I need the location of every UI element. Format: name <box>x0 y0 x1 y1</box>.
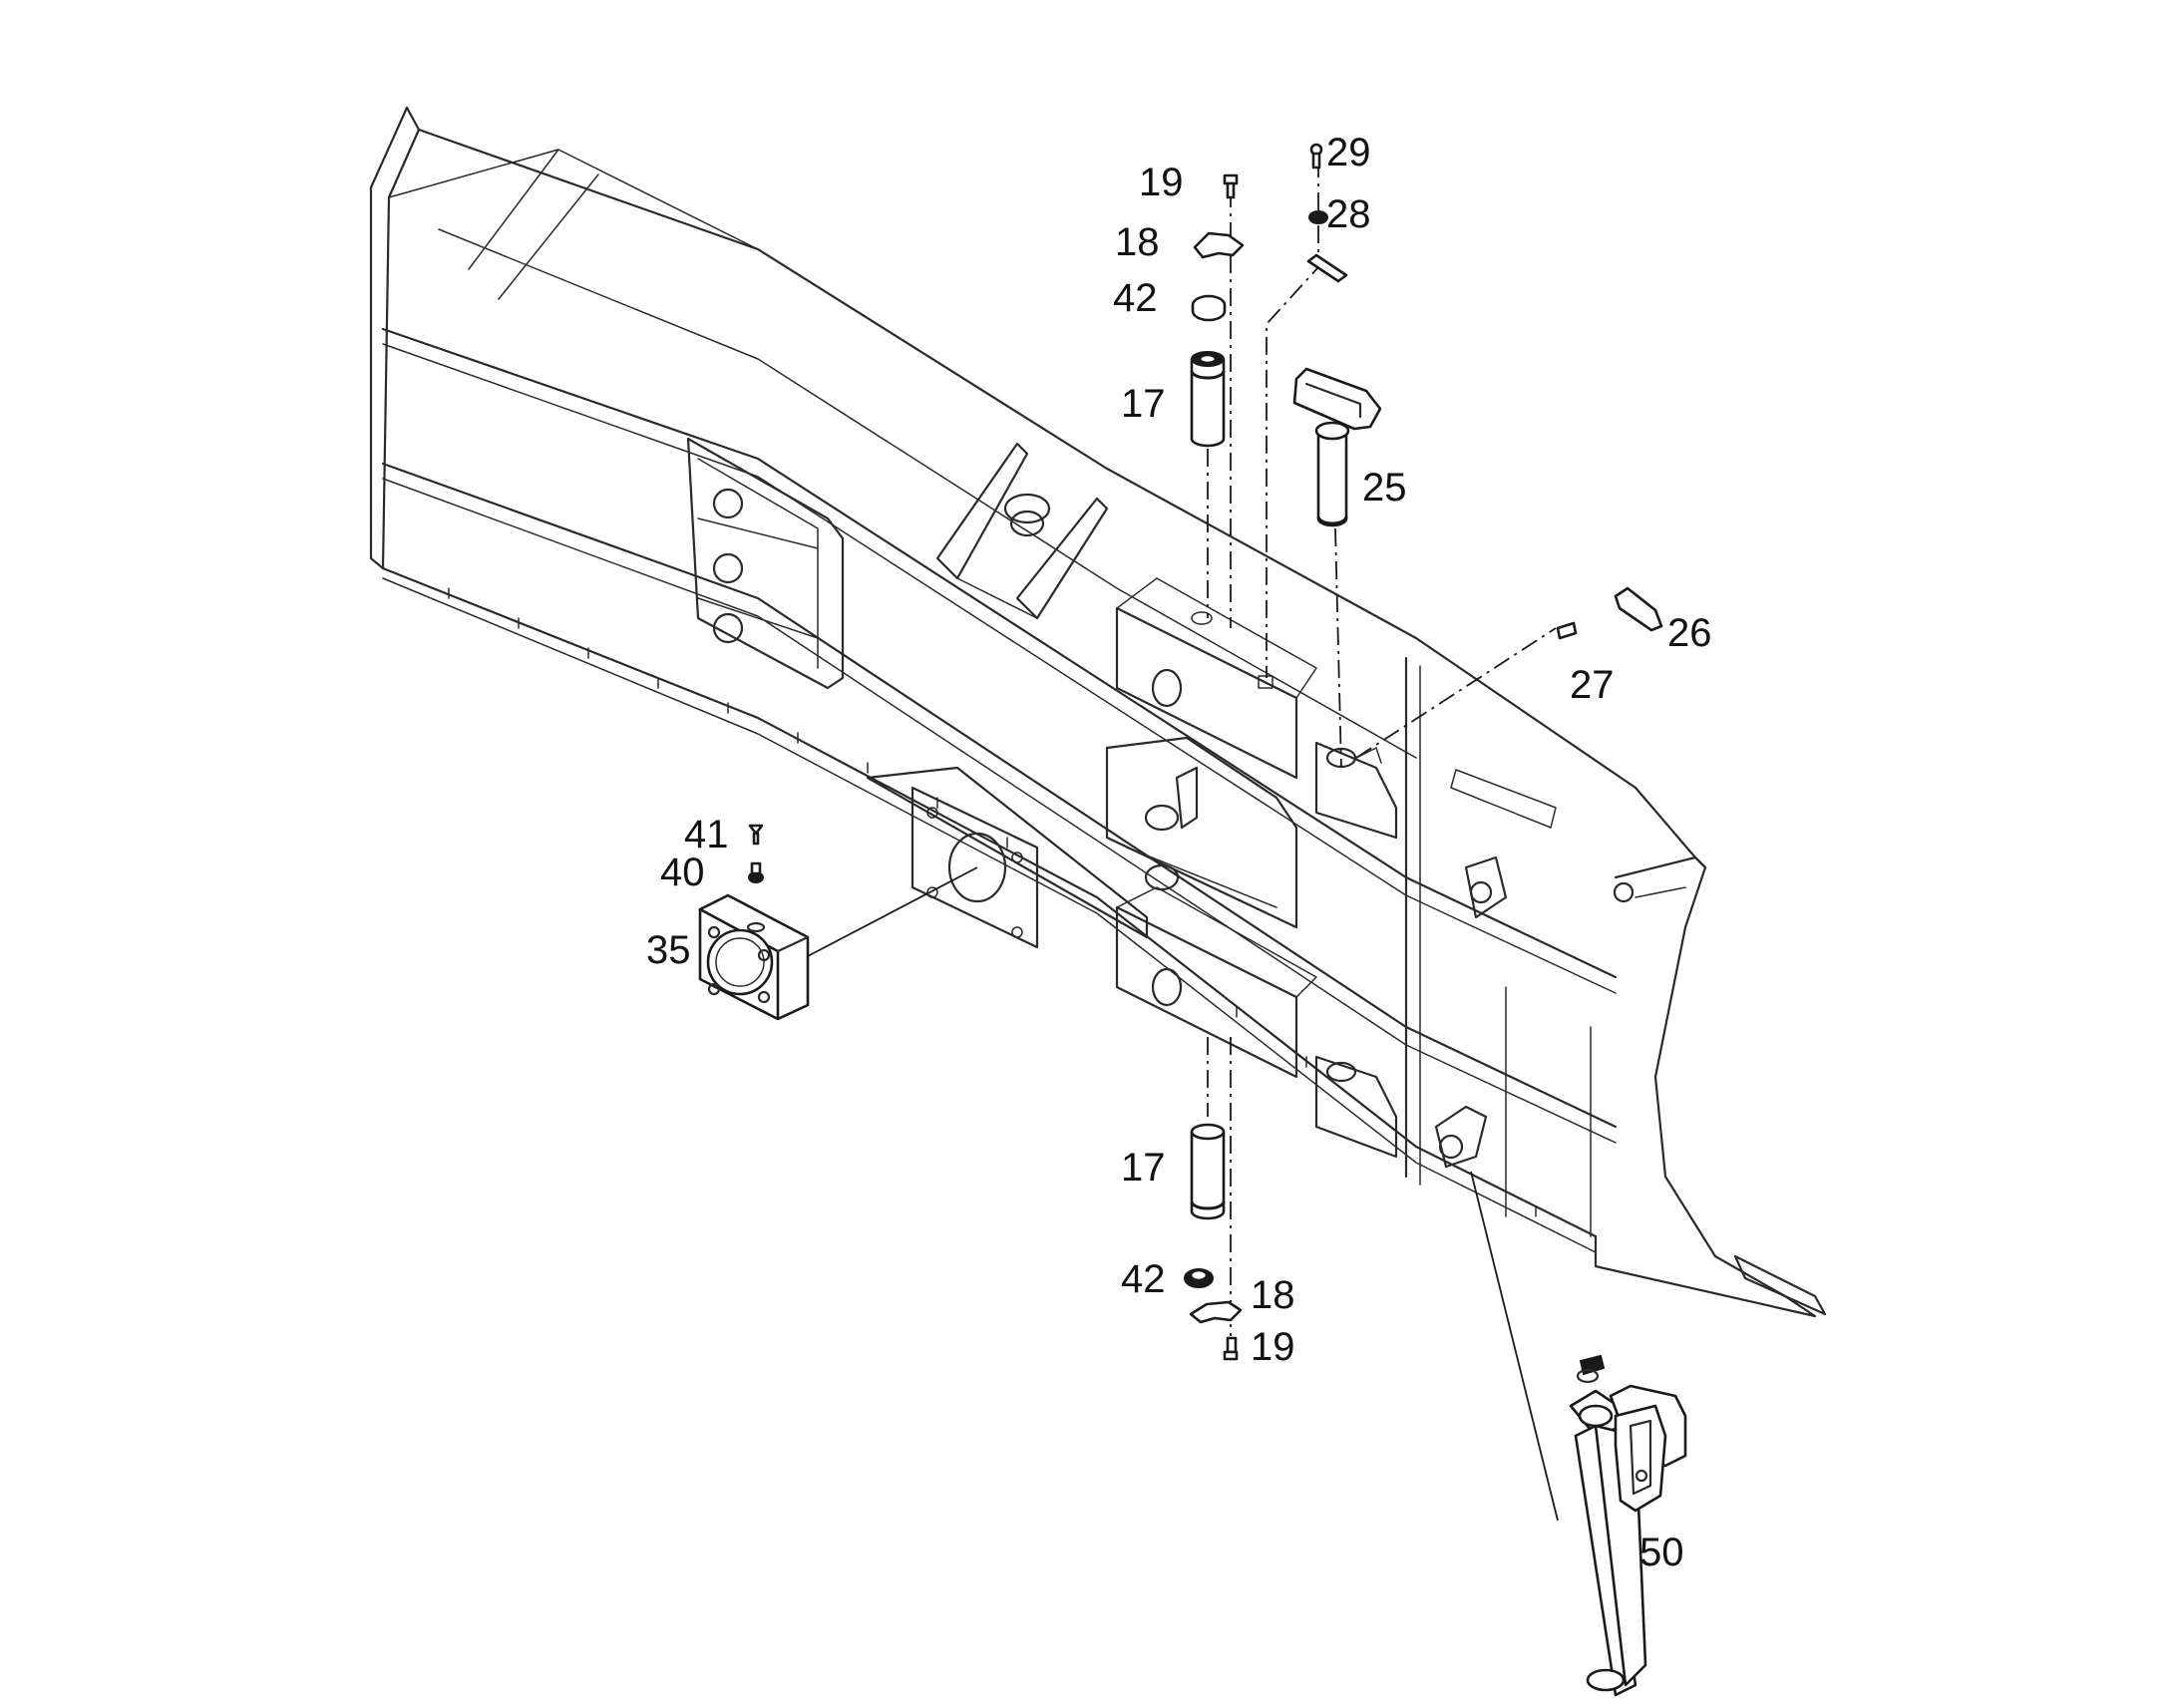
bolt-29 <box>1309 143 1323 170</box>
latch-26 <box>1614 586 1663 632</box>
callout-41: 41 <box>684 813 729 856</box>
lock-pin-assembly <box>1266 143 1382 769</box>
upper-pin-assembly <box>1190 173 1245 628</box>
callout-28: 28 <box>1326 192 1371 236</box>
callout-18-lower: 18 <box>1251 1273 1295 1317</box>
callout-35: 35 <box>646 928 691 972</box>
callout-25: 25 <box>1362 466 1407 510</box>
pin-17-lower <box>1190 1123 1226 1220</box>
flange-35 <box>698 893 810 1021</box>
pin-17-upper <box>1190 351 1226 448</box>
handle-pin-25 <box>1292 367 1382 527</box>
callout-50: 50 <box>1639 1531 1684 1574</box>
nipple-40 <box>748 861 764 883</box>
callout-40: 40 <box>660 851 705 894</box>
flange-assembly <box>698 824 978 1021</box>
bolt-41 <box>748 824 764 846</box>
bolt-19-lower <box>1223 1336 1239 1361</box>
clip-28 <box>1306 253 1348 283</box>
callout-29: 29 <box>1326 131 1371 174</box>
callout-17-upper: 17 <box>1121 382 1166 426</box>
callout-42-upper: 42 <box>1113 276 1158 320</box>
cap-42-upper <box>1191 294 1227 322</box>
retainer-plate-18-upper <box>1193 231 1245 259</box>
bolt-19-upper <box>1223 173 1239 199</box>
hitch-pin-assembly <box>1470 1171 1687 1697</box>
callout-labels: 19 18 42 17 29 28 25 26 27 41 40 35 17 4… <box>646 131 1712 1574</box>
washer-28 <box>1308 210 1328 224</box>
callout-18-upper: 18 <box>1115 220 1160 264</box>
retainer-plate-18-lower <box>1189 1300 1243 1324</box>
callout-27: 27 <box>1570 663 1615 707</box>
cap-42-lower <box>1184 1268 1214 1288</box>
dozer-blade-frame <box>369 106 1827 1318</box>
callout-26: 26 <box>1667 611 1712 655</box>
pin-27 <box>1556 621 1578 640</box>
latch-assembly <box>1355 586 1663 759</box>
callout-42-lower: 42 <box>1121 1257 1166 1301</box>
lower-pin-assembly <box>1184 1037 1243 1361</box>
hitch-pin-50 <box>1569 1354 1687 1697</box>
callout-17-lower: 17 <box>1121 1146 1166 1190</box>
callout-19-upper: 19 <box>1139 161 1184 204</box>
callout-19-lower: 19 <box>1251 1325 1295 1369</box>
